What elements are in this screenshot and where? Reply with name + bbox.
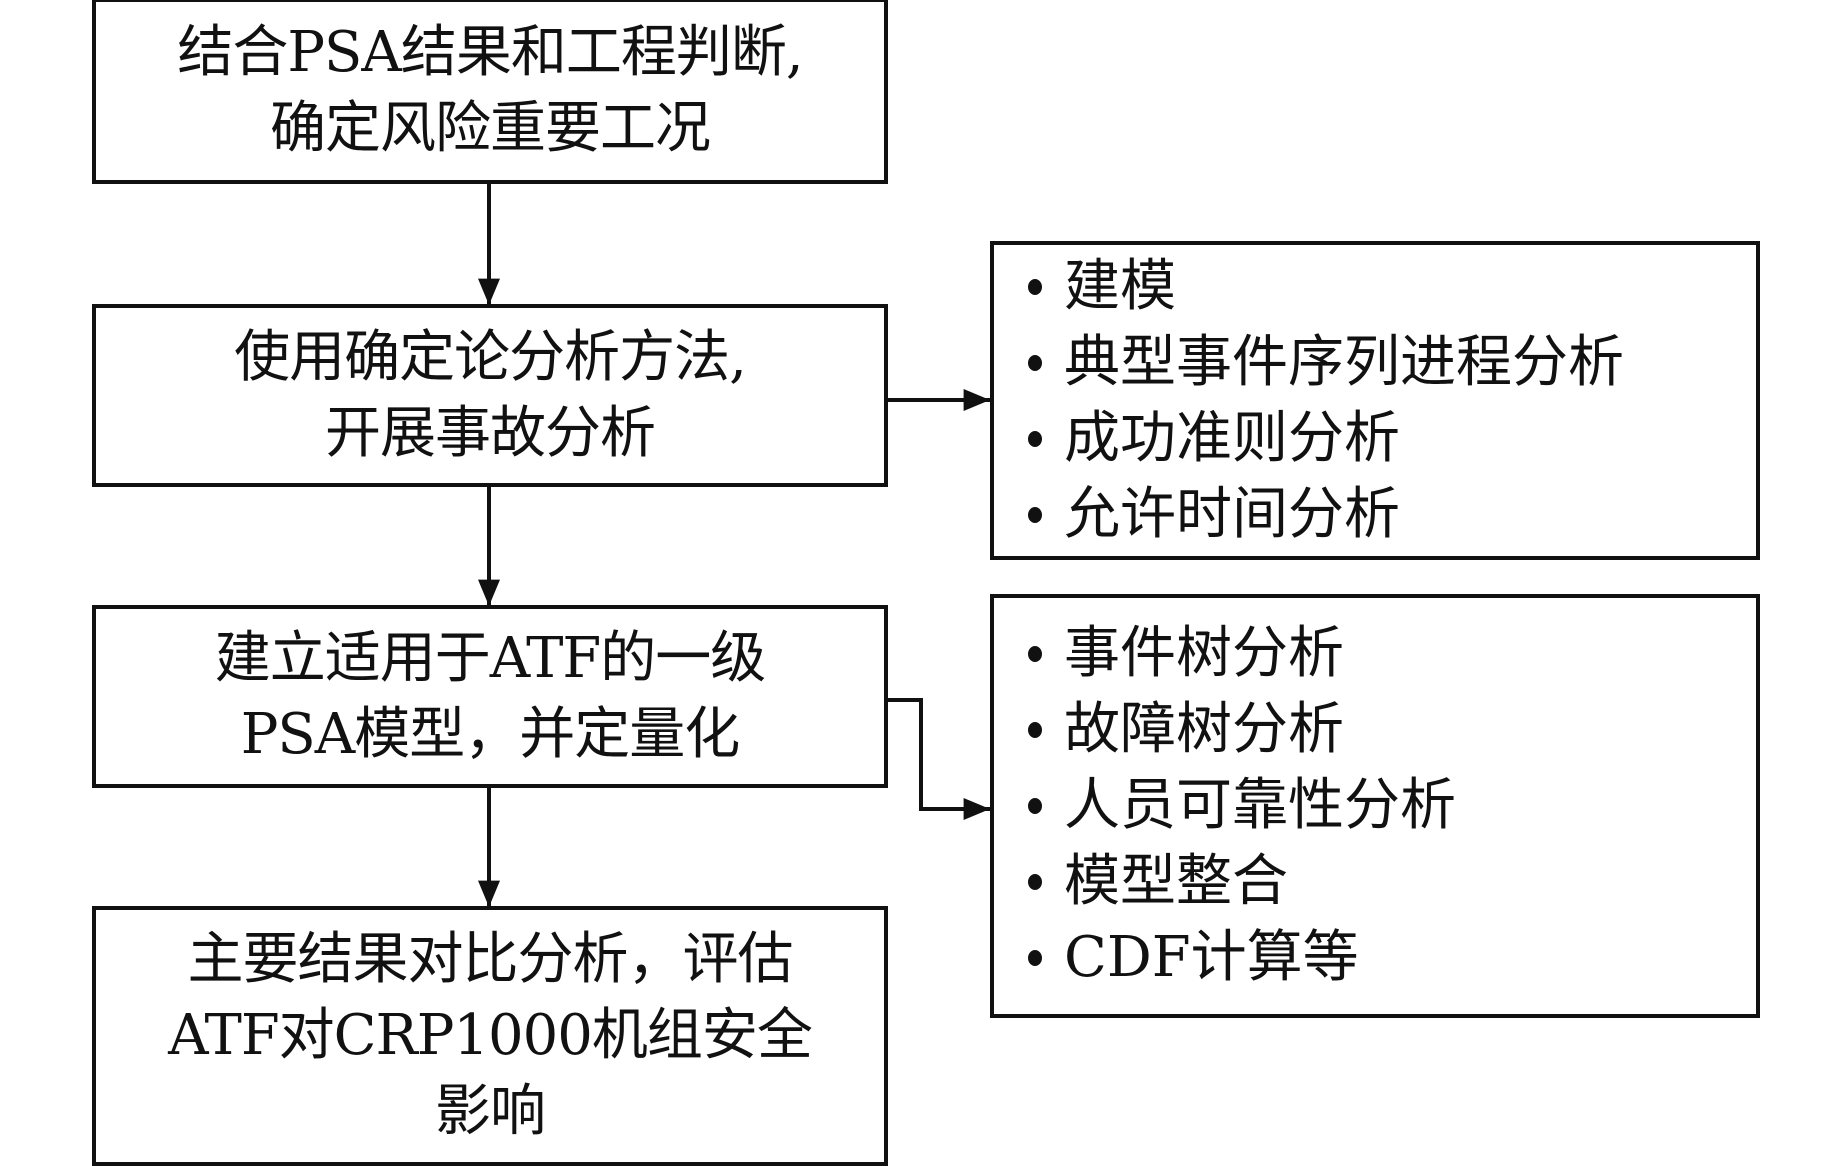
detail-list-item: 成功准则分析 (1028, 401, 1756, 477)
detail-item-text: CDF计算等 (1064, 925, 1359, 990)
bullet-icon (1028, 874, 1042, 890)
bullet-icon (1028, 722, 1042, 738)
detail-item-text: 成功准则分析 (1064, 405, 1400, 471)
bullet-icon (1028, 430, 1042, 447)
step-box-risk-conditions: 结合PSA结果和工程判断, 确定风险重要工况 (92, 0, 888, 184)
detail-list-item: CDF计算等 (1028, 920, 1756, 996)
step-text-line: 确定风险重要工况 (270, 96, 711, 161)
detail-list-item: 允许时间分析 (1028, 477, 1756, 553)
step-text-line: 建立适用于ATF的一级 (214, 625, 767, 691)
detail-item-text: 典型事件序列进程分析 (1064, 329, 1624, 395)
step-text-line: 使用确定论分析方法, (234, 324, 747, 390)
detail-list-item: 模型整合 (1028, 844, 1756, 920)
detail-item-text: 建模 (1064, 253, 1176, 319)
step-box-psa-model: 建立适用于ATF的一级 PSA模型，并定量化 (92, 605, 888, 788)
step-text-line: 开展事故分析 (325, 400, 656, 466)
step-text-line: 结合PSA结果和工程判断, (177, 20, 803, 85)
bullet-icon (1028, 646, 1042, 662)
bullet-icon (1028, 798, 1042, 814)
step-text-line: ATF对CRP1000机组安全 (168, 1003, 813, 1068)
detail-item-text: 人员可靠性分析 (1064, 773, 1456, 838)
bullet-icon (1028, 950, 1042, 966)
step-text-line: PSA模型，并定量化 (240, 701, 740, 767)
bullet-icon (1028, 278, 1042, 295)
detail-item-text: 故障树分析 (1064, 697, 1344, 762)
detail-item-text: 允许时间分析 (1064, 481, 1400, 547)
detail-list-item: 典型事件序列进程分析 (1028, 325, 1756, 401)
elbow-arrow-step3-to-details (886, 698, 990, 820)
detail-box-accident-analysis: 建模 典型事件序列进程分析 成功准则分析 允许时间分析 (990, 241, 1760, 560)
step-text-line: 影响 (435, 1079, 546, 1144)
detail-item-text: 事件树分析 (1064, 621, 1344, 686)
step-box-accident-analysis: 使用确定论分析方法, 开展事故分析 (92, 304, 888, 487)
bullet-icon (1028, 506, 1042, 523)
step-text-line: 主要结果对比分析，评估 (187, 927, 794, 992)
detail-list-item: 故障树分析 (1028, 692, 1756, 768)
detail-item-text: 模型整合 (1064, 849, 1288, 914)
detail-list-item: 事件树分析 (1028, 616, 1756, 692)
detail-box-psa-model: 事件树分析 故障树分析 人员可靠性分析 模型整合 CDF计算等 (990, 594, 1760, 1018)
bullet-icon (1028, 354, 1042, 371)
step-box-results-comparison: 主要结果对比分析，评估 ATF对CRP1000机组安全 影响 (92, 906, 888, 1166)
detail-list-item: 建模 (1028, 249, 1756, 325)
detail-list-item: 人员可靠性分析 (1028, 768, 1756, 844)
